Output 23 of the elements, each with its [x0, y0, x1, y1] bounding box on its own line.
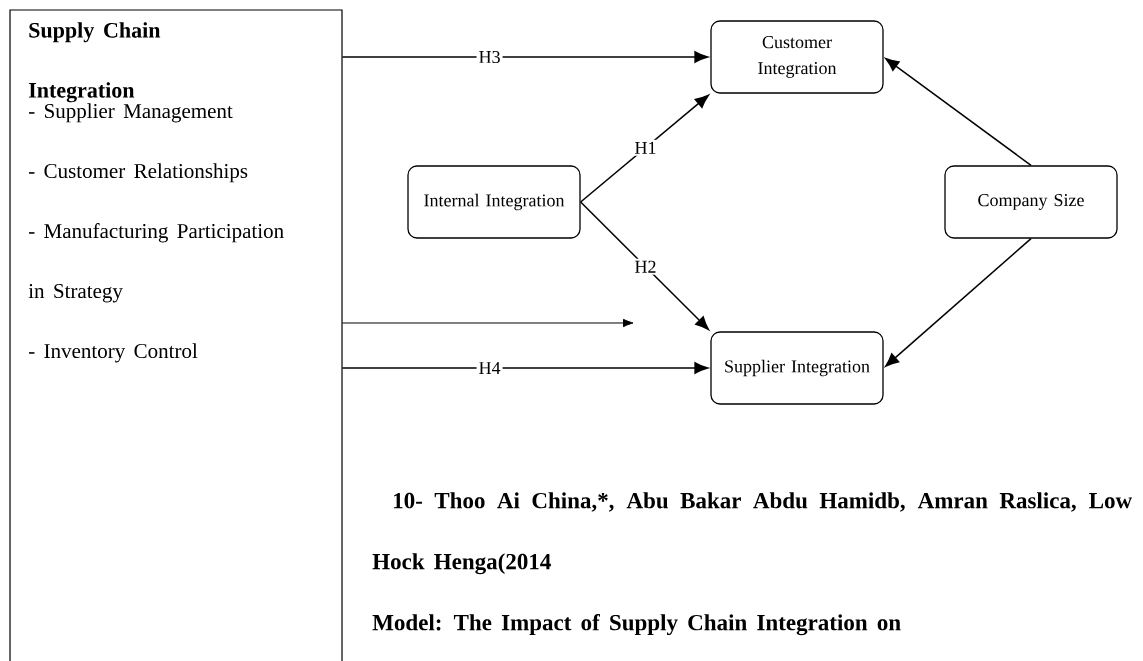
arrow: [341, 362, 709, 374]
list-item: - Manufacturing Participation in Strategy: [28, 223, 284, 303]
arrow: [341, 51, 709, 63]
edge-label: H4: [479, 362, 501, 374]
edge-label: H2: [635, 260, 656, 273]
list-item: - Customer Relationships: [29, 163, 248, 183]
rounded-box: Customer Integration: [710, 20, 884, 94]
arrow: [579, 94, 709, 203]
panel-heading: Supply Chain Integration: [28, 22, 161, 103]
rounded-box: Internal Integration: [407, 165, 581, 239]
arrow: [885, 57, 1032, 167]
edge-label: H1: [635, 141, 656, 154]
rounded-box: Company Size: [944, 165, 1118, 239]
citation-text: 10- Thoo Ai China,*, Abu Bakar Abdu Hamidb, Amran Raslica, Low Hock Henga(2014: [372, 492, 1133, 575]
list-item: - Supplier Management: [29, 103, 233, 123]
list-item: - Inventory Control: [29, 343, 198, 363]
edge-label: H3: [479, 50, 500, 64]
arrow: [885, 237, 1032, 367]
rounded-box: Supplier Integration: [710, 331, 884, 405]
arrow: [579, 201, 710, 331]
arrow: [341, 318, 634, 328]
model-text: Model: The Impact of Supply Chain Integration on: [372, 613, 901, 636]
text-panel: [9, 9, 343, 661]
